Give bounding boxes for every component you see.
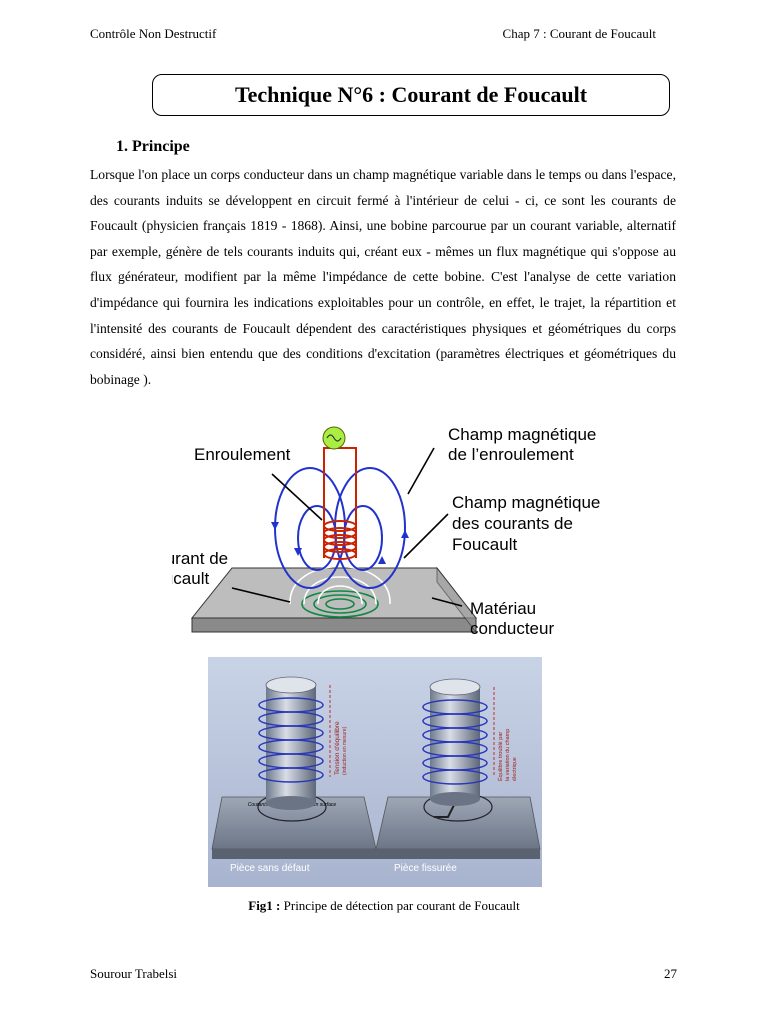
title-box: Technique N°6 : Courant de Foucault xyxy=(152,74,670,116)
caption-prefix: Fig1 : xyxy=(248,898,281,913)
coil-turns xyxy=(323,520,357,560)
probe-comparison-illustration: Courants de Foucault induits en surface … xyxy=(208,657,542,887)
field-arrows xyxy=(271,522,409,564)
caption-text: Principe de détection par courant de Fou… xyxy=(280,898,520,913)
page-title: Technique N°6 : Courant de Foucault xyxy=(234,82,588,107)
label-desequilibre-2: la variation du champ xyxy=(505,729,511,781)
page-number: 27 xyxy=(664,966,677,981)
label-field-eddy-2: des courants de xyxy=(452,514,573,533)
label-eddy-1: Courant de xyxy=(172,549,228,568)
eddy-current-diagram: Enroulement Champ magnétique de l’enroul… xyxy=(172,425,600,638)
right-coil-turns xyxy=(422,699,488,785)
label-right-piece: Pièce fissurée xyxy=(394,863,457,874)
label-field-eddy-1: Champ magnétique xyxy=(452,493,600,512)
label-field-winding-1: Champ magnétique xyxy=(448,425,596,444)
footer-author: Sourour Trabelsi xyxy=(90,966,178,981)
header-right: Chap 7 : Courant de Foucault xyxy=(502,26,656,41)
left-coil-turns xyxy=(258,697,324,783)
left-probe-cylinder xyxy=(266,685,316,803)
conductive-plate-right xyxy=(436,566,477,634)
label-left-piece: Pièce sans défaut xyxy=(230,863,310,874)
principle-paragraph: Lorsque l'on place un corps conducteur d… xyxy=(90,167,676,387)
label-material-1: Matériau xyxy=(470,599,536,618)
eddy-current-rings xyxy=(301,590,379,618)
conductive-plate-top xyxy=(190,567,478,619)
label-tension-2: (induction en mesure) xyxy=(342,726,348,775)
label-winding: Enroulement xyxy=(194,445,291,464)
section-heading: 1. Principe xyxy=(116,138,190,155)
conductive-plate-side xyxy=(191,617,477,633)
label-field-eddy-3: Foucault xyxy=(452,535,517,554)
label-desequilibre-3: électrique xyxy=(512,757,518,781)
label-field-winding-2: de l’enroulement xyxy=(448,445,574,464)
header-left: Contrôle Non Destructif xyxy=(90,26,217,41)
label-tension-1: Tension d'équilibre xyxy=(334,721,341,775)
coil-wire xyxy=(323,447,357,558)
label-material-2: conducteur xyxy=(470,619,554,638)
figure-caption: Fig1 : Principe de détection par courant… xyxy=(0,898,768,914)
label-eddy-2: Foucault xyxy=(172,569,209,588)
eddy-field-arcs xyxy=(289,565,391,605)
label-desequilibre-1: Équilibre troublé par xyxy=(497,732,504,781)
